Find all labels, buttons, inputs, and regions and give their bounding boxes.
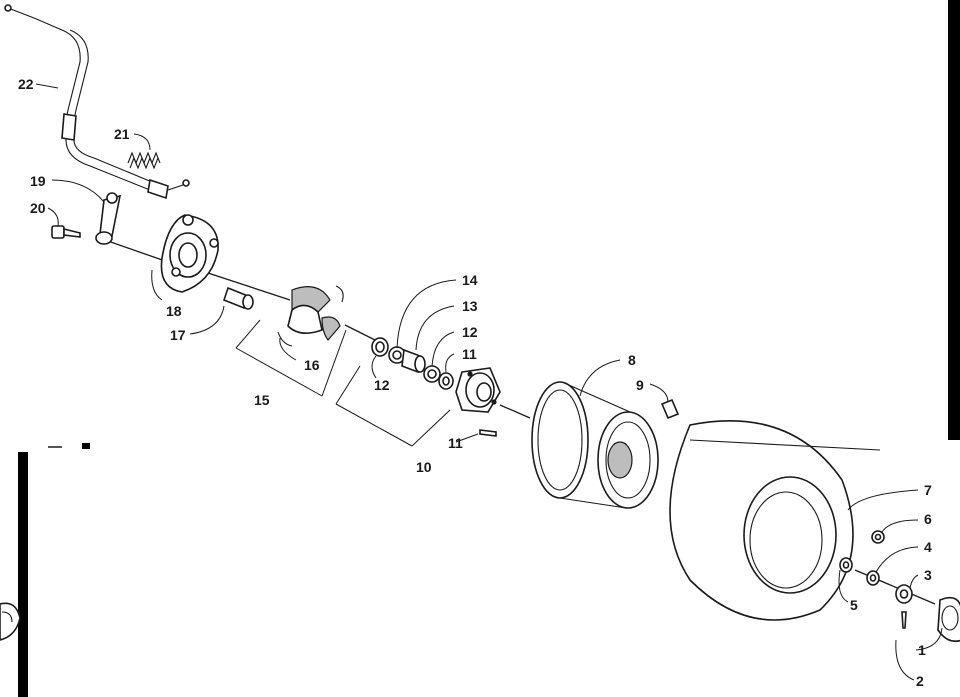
bearing-outer — [388, 346, 406, 364]
partial-wheel-fragment — [0, 602, 21, 641]
seal-left — [371, 337, 389, 357]
seal-right — [438, 372, 454, 390]
callout-8: 8 — [628, 352, 636, 368]
scan-border-right — [948, 0, 960, 440]
pivot-pin — [223, 286, 254, 310]
hub-cap — [937, 596, 960, 643]
callout-12-left: 12 — [374, 377, 390, 393]
bearing-inner — [423, 365, 441, 383]
callout-9: 9 — [636, 377, 644, 393]
callout-labels: 22 21 19 20 18 17 16 15 12 14 13 12 11 1… — [18, 76, 932, 689]
washer-4 — [866, 570, 880, 586]
callout-3: 3 — [924, 567, 932, 583]
callout-20: 19 — [30, 173, 46, 189]
scan-border-left — [18, 452, 28, 697]
callout-23: 22 — [18, 76, 34, 92]
castle-nut — [895, 584, 913, 604]
callout-15: 14 — [462, 272, 478, 288]
callout-10: 10 — [416, 459, 432, 475]
callout-13: 12 — [462, 324, 478, 340]
spacer — [401, 348, 426, 374]
callout-5: 5 — [850, 597, 858, 613]
callout-2: 2 — [916, 673, 924, 689]
return-spring — [127, 151, 161, 170]
scan-mark — [82, 443, 90, 449]
brake-cable — [4, 4, 190, 200]
callout-14: 13 — [462, 298, 478, 314]
nut-6 — [871, 530, 885, 544]
callout-19: 18 — [166, 303, 182, 319]
rim — [531, 381, 659, 509]
brake-arm — [95, 192, 122, 245]
callout-4: 4 — [924, 539, 932, 555]
bolt — [51, 225, 81, 239]
cotter-pin — [901, 611, 907, 629]
washer-5 — [839, 557, 853, 573]
callout-22: 21 — [114, 126, 130, 142]
brake-backing-plate — [160, 214, 219, 293]
callout-12-right: 11 — [462, 346, 477, 362]
leader-lines — [35, 83, 943, 681]
wheel-stud — [479, 429, 497, 437]
wheel-hub — [455, 367, 501, 413]
callout-21: 20 — [30, 200, 46, 216]
tire — [669, 419, 881, 621]
valve-stem — [660, 398, 680, 420]
callout-6: 6 — [924, 511, 932, 527]
callout-18: 17 — [170, 327, 186, 343]
callout-16: 15 — [254, 392, 270, 408]
callout-1: 1 — [918, 642, 926, 658]
callout-7: 7 — [924, 482, 932, 498]
callout-11: 11 — [448, 435, 463, 451]
brake-shoes — [277, 285, 344, 347]
callout-17: 16 — [304, 357, 320, 373]
